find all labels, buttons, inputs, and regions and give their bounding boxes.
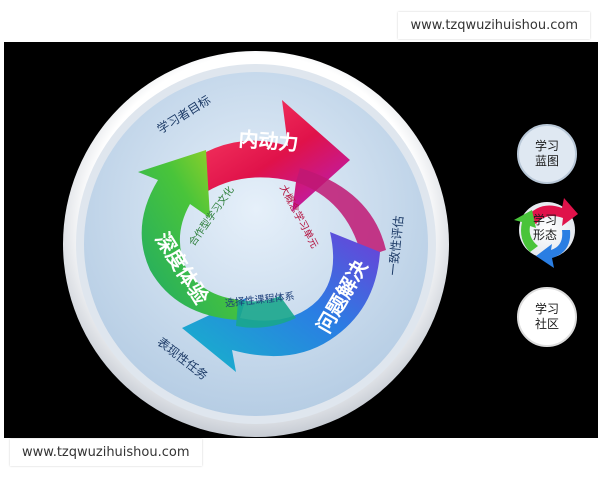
- side-nav-form[interactable]: 学习 形态: [517, 200, 573, 256]
- side-nav-label: 蓝图: [534, 154, 559, 168]
- arrow-blue: [182, 232, 380, 372]
- watermark-top: www.tzqwuzihuishou.com: [398, 12, 590, 39]
- side-nav-blueprint[interactable]: 学习 蓝图: [517, 124, 577, 184]
- side-nav-label: 学习: [534, 139, 559, 153]
- side-nav-label: 学习: [532, 213, 557, 227]
- side-nav-label: 社区: [534, 317, 559, 331]
- arrow-label-top: 内动力: [238, 127, 300, 155]
- arrow-red-tail: [296, 168, 386, 258]
- side-nav-label: 学习: [534, 302, 559, 316]
- arrow-green-joint: [236, 296, 296, 328]
- side-nav-label: 形态: [532, 228, 557, 242]
- arrow-green: [138, 150, 240, 320]
- watermark-bottom: www.tzqwuzihuishou.com: [10, 439, 202, 466]
- cycle-mini-icon: [514, 198, 578, 268]
- side-nav-community[interactable]: 学习 社区: [517, 287, 577, 347]
- outer-label-right: 一致性评估: [386, 215, 406, 276]
